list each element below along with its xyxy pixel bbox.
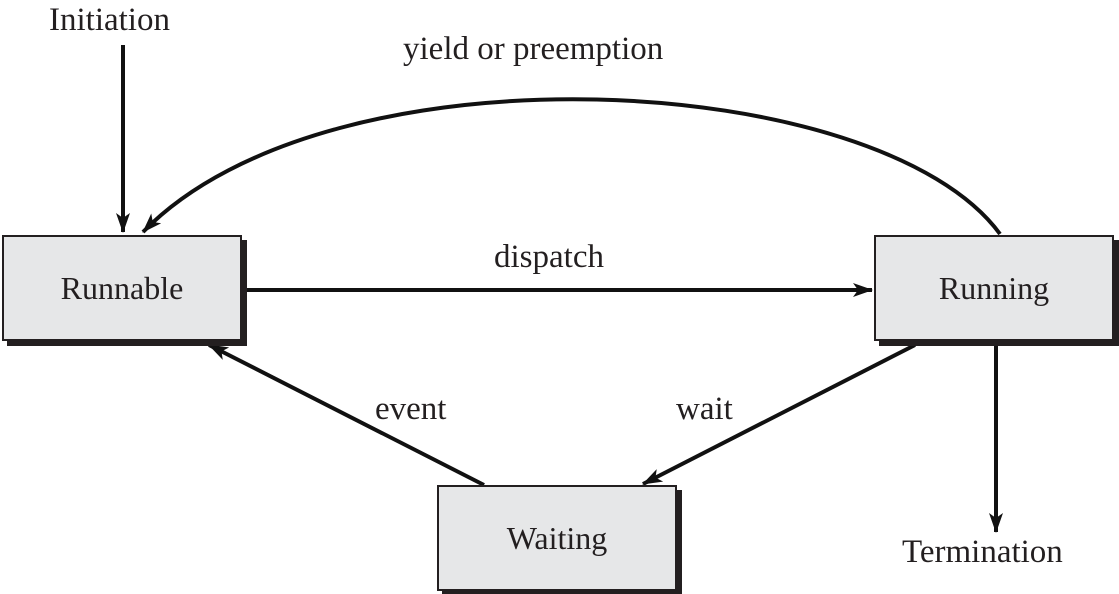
state-runnable-label: Runnable <box>60 269 184 306</box>
termination-label: Termination <box>902 534 1063 570</box>
initiation-label: Initiation <box>49 2 170 38</box>
state-waiting: Waiting <box>437 485 677 591</box>
yield-label: yield or preemption <box>403 31 664 67</box>
event-arrow <box>208 343 485 487</box>
yield-arrow <box>141 97 1002 236</box>
wait-label: wait <box>676 391 733 427</box>
wait-arrow <box>642 343 916 486</box>
state-waiting-label: Waiting <box>506 519 608 556</box>
event-label: event <box>375 391 447 427</box>
state-runnable: Runnable <box>2 235 242 341</box>
state-running: Running <box>874 235 1114 341</box>
dispatch-label: dispatch <box>494 239 604 275</box>
state-running-label: Running <box>938 269 1050 306</box>
